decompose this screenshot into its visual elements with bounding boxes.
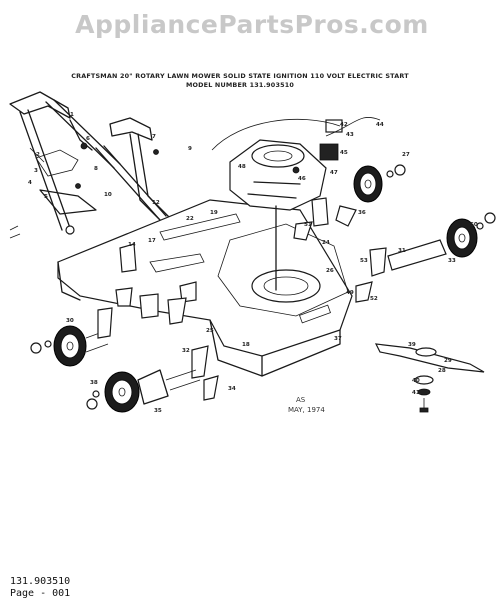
callout-36: 36 xyxy=(358,210,366,216)
callout-40: 40 xyxy=(412,378,420,384)
callout-44: 44 xyxy=(376,122,384,128)
callout-10: 10 xyxy=(104,192,112,198)
starter-cord xyxy=(325,117,381,137)
front-right-wheel[interactable] xyxy=(353,164,406,203)
height-adjusters[interactable] xyxy=(97,197,447,401)
callout-27: 27 xyxy=(402,152,410,158)
callout-38: 38 xyxy=(90,380,98,386)
callout-34: 34 xyxy=(228,386,236,392)
callout-35: 35 xyxy=(154,408,162,414)
callout-24: 24 xyxy=(322,240,330,246)
callout-48: 48 xyxy=(238,164,246,170)
callout-32: 32 xyxy=(182,348,190,354)
callout-17: 17 xyxy=(148,238,156,244)
callout-50: 50 xyxy=(470,222,478,228)
rear-left-wheel[interactable] xyxy=(86,369,169,413)
handle-assembly[interactable] xyxy=(9,91,175,239)
callout-6: 6 xyxy=(86,136,90,142)
callout-42: 42 xyxy=(340,122,348,128)
callout-8: 8 xyxy=(94,166,98,172)
callout-51: 51 xyxy=(304,222,312,228)
callout-12: 12 xyxy=(152,200,160,206)
callout-9: 9 xyxy=(188,146,192,152)
callout-31: 31 xyxy=(398,248,406,254)
watermark-logo: AppliancePartsPros.com xyxy=(75,10,429,39)
callout-numbers: 1 2 3 4 5 6 7 8 9 10 12 14 17 18 19 22 2… xyxy=(28,112,478,414)
callout-7: 7 xyxy=(152,134,156,140)
callout-29: 29 xyxy=(444,358,452,364)
callout-46: 46 xyxy=(298,176,306,182)
engine[interactable] xyxy=(211,118,343,291)
callout-49: 49 xyxy=(346,290,354,296)
callout-39: 39 xyxy=(408,342,416,348)
blade-assembly[interactable] xyxy=(374,343,485,413)
callout-18: 18 xyxy=(242,342,250,348)
date-note-initials: AS xyxy=(296,396,306,404)
callout-19: 19 xyxy=(210,210,218,216)
callout-22: 22 xyxy=(186,216,194,222)
footer-model-number: 131.903510 xyxy=(10,576,71,587)
callout-1: 1 xyxy=(70,112,74,118)
footer-page-number: Page - 001 xyxy=(10,588,71,599)
callout-47: 47 xyxy=(330,170,338,176)
page-footer: 131.903510 Page - 001 xyxy=(10,576,70,600)
callout-41: 41 xyxy=(412,390,420,396)
callout-28: 28 xyxy=(438,368,446,374)
callout-25: 25 xyxy=(206,328,214,334)
callout-3: 3 xyxy=(34,168,38,174)
callout-43: 43 xyxy=(346,132,354,138)
callout-5: 5 xyxy=(44,194,48,200)
callout-30: 30 xyxy=(66,318,74,324)
callout-37: 37 xyxy=(334,336,342,342)
callout-52: 52 xyxy=(370,296,378,302)
callout-26: 26 xyxy=(326,268,334,274)
front-left-wheel[interactable] xyxy=(30,325,109,367)
callout-2: 2 xyxy=(36,152,40,158)
callout-33: 33 xyxy=(448,258,456,264)
callout-53: 53 xyxy=(360,258,368,264)
rear-right-wheel[interactable] xyxy=(446,212,496,258)
model-number-title: MODEL NUMBER 131.903510 xyxy=(185,81,295,89)
diagram-title: CRAFTSMAN 20" ROTARY LAWN MOWER SOLID ST… xyxy=(71,72,409,80)
callout-14: 14 xyxy=(128,242,136,248)
date-note-date: MAY, 1974 xyxy=(288,406,325,414)
callout-45: 45 xyxy=(340,150,348,156)
callout-4: 4 xyxy=(28,180,32,186)
